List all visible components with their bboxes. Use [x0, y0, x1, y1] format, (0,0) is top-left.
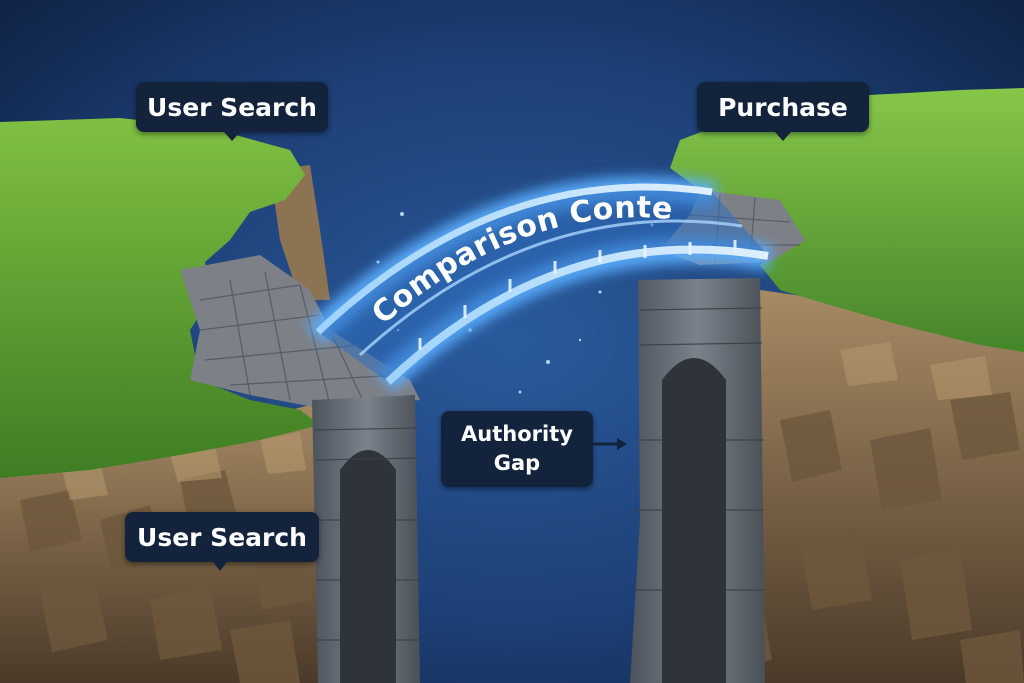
stage-label-purchase: Purchase	[697, 82, 869, 141]
authority-gap-line2: Gap	[493, 451, 541, 475]
stage-label-text: User Search	[147, 92, 317, 122]
stage-label-text: Purchase	[718, 92, 848, 122]
arrow-right-icon	[593, 438, 627, 450]
stage-label-user-search-top: User Search	[136, 82, 328, 141]
authority-gap-label: Authority Gap	[441, 411, 593, 487]
stage-label-text: User Search	[137, 522, 307, 552]
stage-label-user-search-bottom: User Search	[125, 512, 319, 571]
authority-gap-line1: Authority	[461, 422, 573, 446]
